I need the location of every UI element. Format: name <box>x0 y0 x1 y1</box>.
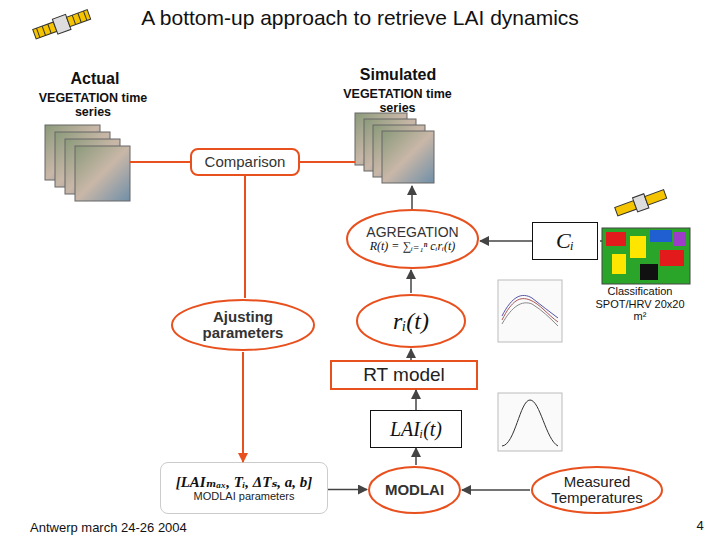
node-text: Comparison <box>205 154 286 171</box>
flow-arrow <box>415 448 417 465</box>
node-text: MODLAI <box>385 482 444 499</box>
flow-arrow <box>410 270 412 293</box>
flow-arrow <box>242 352 244 462</box>
reflectance-ellipse: rᵢ(t) <box>355 293 467 349</box>
adjusting-ellipse: Ajusting parameters <box>170 298 316 352</box>
image-stack <box>45 125 130 201</box>
aggregation-ellipse: AGREGATIONR(t) = ∑ᵢ₌₁ⁿ cᵢrᵢ(t) <box>345 208 480 270</box>
title: A bottom-up approach to retrieve LAI dyn… <box>0 6 720 30</box>
node-text: RT model <box>363 365 445 386</box>
ellipse-outline <box>347 210 478 268</box>
satellite-icon <box>32 7 92 42</box>
flow-arrow <box>462 489 530 491</box>
classification-map <box>600 198 690 284</box>
map-caption: Classification SPOT/HRV 20x20 m² <box>590 285 690 323</box>
coefficient-box: Cᵢ <box>532 222 598 260</box>
node-subtext: MODLAI parameters <box>194 490 295 502</box>
page-number: 4 <box>690 519 710 534</box>
flow-arrow <box>328 489 367 491</box>
node-subtext: R(t) = ∑ᵢ₌₁ⁿ cᵢrᵢ(t) <box>370 240 456 253</box>
source-label: Simulated <box>348 66 448 84</box>
map-arrow <box>600 240 602 242</box>
modlai-ellipse: MODLAI <box>367 465 462 515</box>
reflectance-plot <box>498 280 562 342</box>
flow-arrow <box>244 176 246 298</box>
flow-arrow <box>410 349 412 360</box>
flow-arrow <box>480 240 532 242</box>
comparison-line <box>300 161 355 163</box>
lai-box: LAIᵢ(t) <box>370 410 462 448</box>
satellite-icon <box>614 187 668 219</box>
node-text: LAIᵢ(t) <box>390 418 442 440</box>
footer-note: Antwerp march 24-26 2004 <box>30 521 230 536</box>
comparison-box: Comparison <box>190 148 300 176</box>
node-text: [LAIₘₐₓ, Tᵢ, ΔTₛ, a, b] <box>176 474 313 491</box>
image-stack <box>355 113 434 183</box>
temperature-ellipse: Measured Temperatures <box>530 465 664 515</box>
source-label: VEGETATION time series <box>340 87 455 116</box>
node-text: rᵢ(t) <box>393 308 429 334</box>
ellipse-outline <box>172 300 314 350</box>
source-label: VEGETATION time series <box>28 91 158 120</box>
aggregation-arrow <box>411 186 413 210</box>
comparison-line <box>130 161 190 163</box>
node-text: Cᵢ <box>556 229 574 253</box>
ellipse-outline <box>532 467 662 513</box>
flow-arrow <box>415 390 417 410</box>
node-text: Ajusting parameters <box>188 309 298 342</box>
rt-model-box: RT model <box>330 360 478 390</box>
ellipse-outline <box>369 467 460 513</box>
ellipse-outline <box>357 295 465 347</box>
parameter-box: [LAIₘₐₓ, Tᵢ, ΔTₛ, a, b]MODLAI parameters <box>160 462 328 514</box>
lai-plot <box>498 393 562 451</box>
source-label: Actual <box>40 70 150 88</box>
node-text: Measured Temperatures <box>542 474 652 507</box>
node-text: AGREGATION <box>366 225 458 240</box>
